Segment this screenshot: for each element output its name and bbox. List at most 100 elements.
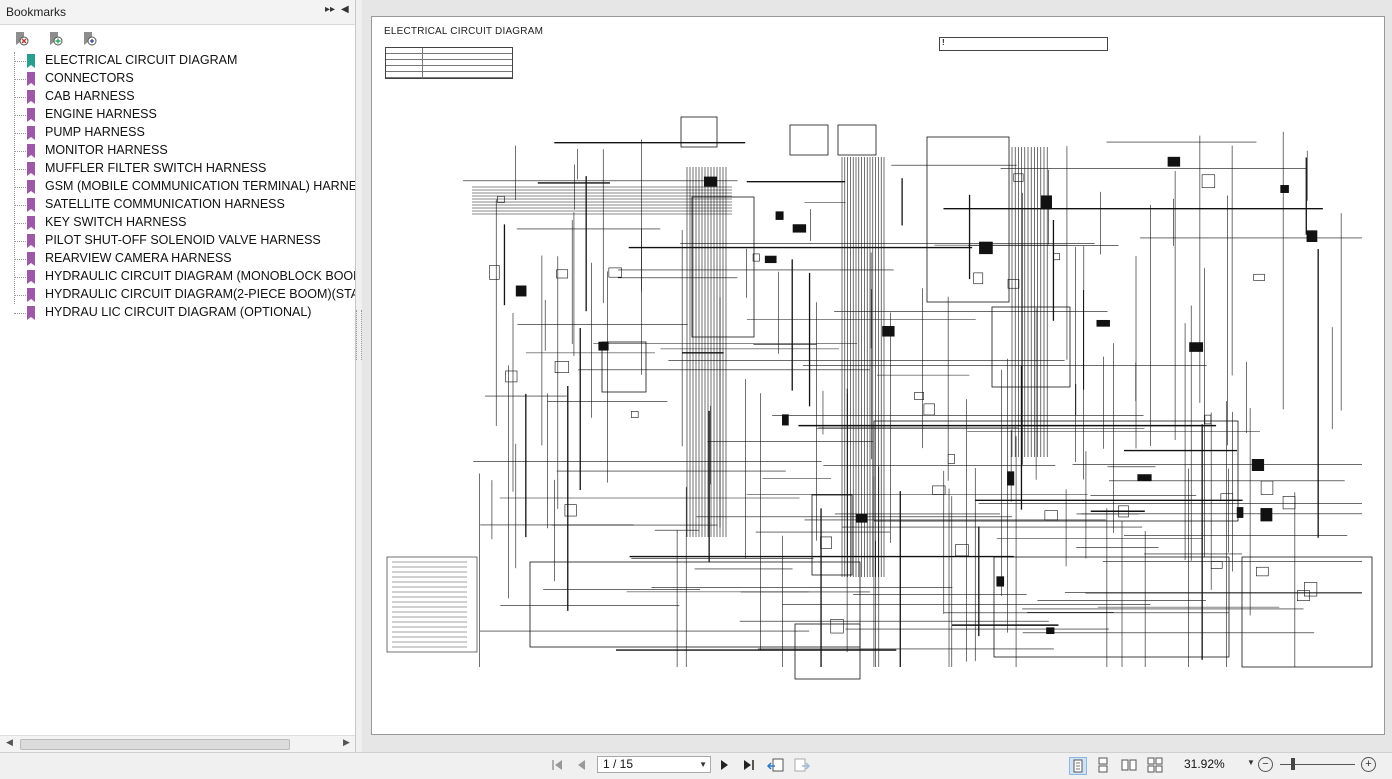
tree-connector [14,61,26,62]
tree-connector [14,97,26,98]
bookmark-icon [27,216,35,230]
tree-connector [14,133,26,134]
zoom-slider-knob[interactable] [1291,758,1295,770]
bookmark-label: HYDRAULIC CIRCUIT DIAGRAM (MONOBLOCK BOO… [45,269,355,283]
bookmark-label: ELECTRICAL CIRCUIT DIAGRAM [45,53,238,67]
bookmark-icon [27,180,35,194]
bookmark-item[interactable]: MONITOR HARNESS [0,142,355,160]
go-forward-view-icon[interactable] [793,757,811,773]
bookmark-label: GSM (MOBILE COMMUNICATION TERMINAL) HARN… [45,179,355,193]
bookmark-label: KEY SWITCH HARNESS [45,215,187,229]
bookmark-options-icon[interactable] [80,30,98,48]
tree-connector [14,79,26,80]
bookmark-label: PILOT SHUT-OFF SOLENOID VALVE HARNESS [45,233,321,247]
zoom-level[interactable]: 31.92% [1184,757,1225,771]
bookmark-item[interactable]: PILOT SHUT-OFF SOLENOID VALVE HARNESS [0,232,355,250]
tree-connector [14,169,26,170]
bookmark-item[interactable]: CAB HARNESS [0,88,355,106]
facing-view-icon[interactable] [1121,757,1137,773]
page-number-field[interactable]: 1 / 15 ▼ [597,756,711,773]
bookmark-item[interactable]: ELECTRICAL CIRCUIT DIAGRAM [0,52,355,70]
continuous-view-icon[interactable] [1095,757,1111,773]
bookmark-icon [27,72,35,86]
bookmark-tree: ELECTRICAL CIRCUIT DIAGRAM CONNECTORS CAB … [0,52,355,727]
bookmark-item[interactable]: CONNECTORS [0,70,355,88]
bookmark-item[interactable]: MUFFLER FILTER SWITCH HARNESS [0,160,355,178]
bookmark-icon [27,270,35,284]
zoom-slider[interactable] [1280,758,1355,770]
navigation-bar: 1 / 15 ▼ 31.92% ▼ − + [0,752,1392,777]
bookmark-item[interactable]: KEY SWITCH HARNESS [0,214,355,232]
bookmark-label: HYDRAULIC CIRCUIT DIAGRAM(2-PIECE BOOM)(… [45,287,355,301]
first-page-icon[interactable] [549,757,565,773]
tree-connector [14,205,26,206]
zoom-out-icon[interactable]: − [1258,757,1273,772]
bookmarks-header: Bookmarks ▸▸ ◀ [0,0,355,25]
tree-connector [14,115,26,116]
bookmark-label: CONNECTORS [45,71,134,85]
bookmark-icon [27,252,35,266]
next-page-icon[interactable] [717,757,733,773]
tree-connector [14,313,26,314]
bookmark-item[interactable]: HYDRAULIC CIRCUIT DIAGRAM (MONOBLOCK BOO… [0,268,355,286]
bookmark-item[interactable]: REARVIEW CAMERA HARNESS [0,250,355,268]
scrollbar-thumb[interactable] [20,739,290,750]
bookmark-icon [27,288,35,302]
continuous-facing-view-icon[interactable] [1147,757,1163,773]
document-viewer: ELECTRICAL CIRCUIT DIAGRAM [362,0,1392,752]
tree-connector [14,52,15,304]
bookmark-toolbar [0,25,355,53]
bookmark-label: MONITOR HARNESS [45,143,168,157]
tree-connector [14,223,26,224]
zoom-in-icon[interactable]: + [1361,757,1376,772]
bookmark-icon [27,234,35,248]
bookmark-icon [27,144,35,158]
page-number-value: 1 / 15 [603,757,634,771]
bookmark-label: SATELLITE COMMUNICATION HARNESS [45,197,285,211]
last-page-icon[interactable] [741,757,757,773]
bookmark-label: ENGINE HARNESS [45,107,157,121]
bookmarks-title: Bookmarks [6,5,67,19]
scroll-right-icon[interactable]: ▶ [343,737,350,747]
collapse-panel-icon[interactable]: ◀ [341,4,349,15]
bookmark-item[interactable]: PUMP HARNESS [0,124,355,142]
bookmark-item[interactable]: GSM (MOBILE COMMUNICATION TERMINAL) HARN… [0,178,355,196]
bookmark-icon [27,126,35,140]
bookmark-label: CAB HARNESS [45,89,135,103]
bookmark-item[interactable]: ENGINE HARNESS [0,106,355,124]
chevron-down-icon[interactable]: ▼ [699,760,707,769]
panel-splitter[interactable] [356,310,362,360]
tree-connector [14,241,26,242]
zoom-dropdown-icon[interactable]: ▼ [1247,758,1255,767]
circuit-diagram [386,116,1373,680]
bookmark-item[interactable]: SATELLITE COMMUNICATION HARNESS [0,196,355,214]
bookmarks-panel: Bookmarks ▸▸ ◀ ELECTRICAL CIRCUIT DIAGRA… [0,0,356,752]
delete-bookmark-icon[interactable] [12,30,30,48]
bookmark-icon [27,54,35,68]
bookmark-icon [27,198,35,212]
bookmark-item[interactable]: HYDRAULIC CIRCUIT DIAGRAM(2-PIECE BOOM)(… [0,286,355,304]
applicable-machines-table [385,47,513,79]
scroll-left-icon[interactable]: ◀ [6,737,13,747]
bookmark-icon [27,162,35,176]
tree-connector [14,187,26,188]
previous-page-icon[interactable] [573,757,589,773]
page-title: ELECTRICAL CIRCUIT DIAGRAM [384,26,544,37]
horizontal-scrollbar[interactable]: ◀ ▶ [0,735,355,752]
tree-connector [14,151,26,152]
tree-connector [14,259,26,260]
bookmark-label: REARVIEW CAMERA HARNESS [45,251,232,265]
bookmark-label: MUFFLER FILTER SWITCH HARNESS [45,161,267,175]
bookmark-label: HYDRAU LIC CIRCUIT DIAGRAM (OPTIONAL) [45,305,312,319]
go-back-view-icon[interactable] [766,757,784,773]
tree-connector [14,295,26,296]
bookmark-icon [27,108,35,122]
bookmark-icon [27,306,35,320]
add-bookmark-icon[interactable] [46,30,64,48]
expand-panel-icon[interactable]: ▸▸ [325,4,336,15]
caution-box [939,37,1108,51]
bookmark-label: PUMP HARNESS [45,125,145,139]
single-page-view-icon[interactable] [1069,757,1087,775]
bookmark-icon [27,90,35,104]
bookmark-item[interactable]: HYDRAU LIC CIRCUIT DIAGRAM (OPTIONAL) [0,304,355,322]
